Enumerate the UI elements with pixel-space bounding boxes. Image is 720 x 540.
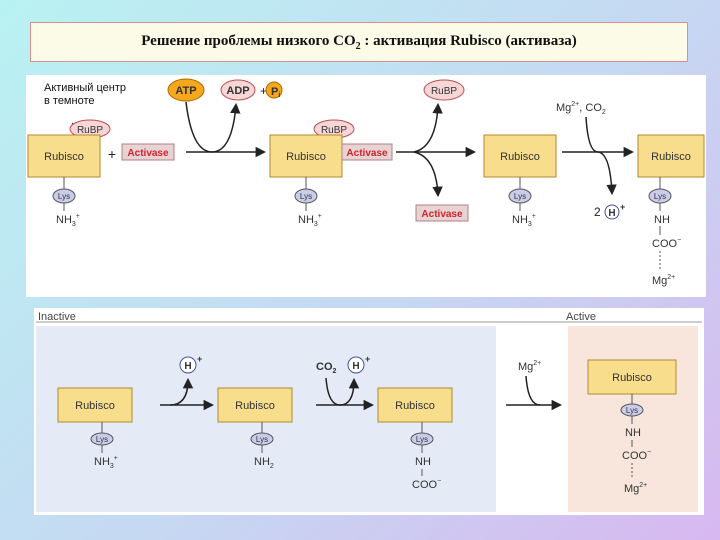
nh3-bottom: NH3+ [94, 455, 118, 470]
h-label: H [608, 208, 615, 219]
adp-oval [220, 79, 256, 101]
mg-group-4: Mg2+ [652, 274, 675, 287]
rubisco-box-4 [637, 134, 705, 178]
activase-label-2: Activase [346, 148, 388, 159]
mg-in-label: Mg2+ [518, 360, 541, 373]
nh2-bottom: NH2 [254, 456, 274, 470]
rubisco-inactive-2-label: Rubisco [235, 400, 275, 412]
rubisco-inactive-1 [57, 387, 133, 423]
h-release-arrow [597, 151, 617, 196]
title-sub: 2 [355, 40, 361, 52]
lys-label-3: Lys [514, 192, 526, 201]
rubp-released-label: RuBP [431, 86, 457, 97]
h-sup-b1: + [197, 354, 202, 364]
rubp-release-arrow [413, 102, 443, 153]
rubisco-active-label: Rubisco [612, 372, 652, 384]
h-release-arrow-b2 [339, 377, 360, 406]
h-label-b2: H [352, 361, 359, 372]
nh3-group-3: NH3+ [512, 213, 536, 228]
mg-co2-in-arrow [585, 116, 599, 153]
coo-active: COO− [622, 449, 651, 462]
activase-box [121, 143, 175, 161]
rubisco-inactive-2 [217, 387, 293, 423]
title-banner: Решение проблемы низкого CO2 : активация… [30, 22, 688, 62]
activase-released-label: Activase [421, 209, 463, 220]
two-count: 2 [594, 205, 601, 219]
rubisco-inactive-3 [377, 387, 453, 423]
rubisco-label-2: Rubisco [286, 151, 326, 163]
activase-label: Activase [127, 148, 169, 159]
active-center-label-2: в темноте [44, 95, 94, 107]
adp-label: ADP [226, 85, 249, 97]
h-circle [604, 204, 620, 220]
rubisco-inactive-3-label: Rubisco [395, 400, 435, 412]
rubisco-label: Rubisco [44, 151, 84, 163]
pi-circle [265, 81, 283, 99]
pi-label: Pi [271, 86, 280, 99]
lys-active-label: Lys [626, 406, 638, 415]
lys-inactive-3-label: Lys [416, 435, 428, 444]
rubisco-box-2 [269, 134, 343, 178]
activase-released-box [415, 204, 469, 222]
lys-label-4: Lys [654, 192, 666, 201]
nh-label-4: NH [654, 214, 670, 226]
inactive-label: Inactive [38, 311, 76, 323]
coo-bottom-3: COO− [412, 478, 441, 491]
rubisco-label-3: Rubisco [500, 151, 540, 163]
plus-sign-2: + [260, 84, 267, 98]
nh-bottom-3: NH [415, 456, 431, 468]
inactive-active-panel: Inactive Active Rubisco Lys NH3+ H + Rub… [34, 308, 704, 515]
rubisco-box [27, 134, 101, 178]
h-circle-b1 [179, 356, 197, 374]
active-center-label: Активный центр [44, 82, 126, 94]
h-sup-b2: + [365, 354, 370, 364]
atp-oval [167, 78, 205, 102]
coo-group-4: COO− [652, 237, 681, 250]
atp-to-adp-arrow [185, 101, 241, 153]
nh-active: NH [625, 427, 641, 439]
mg-in-arrow [525, 375, 541, 406]
co2-in-label: CO2 [316, 361, 337, 375]
rubisco-box-3 [483, 134, 557, 178]
lys-inactive-2-label: Lys [256, 435, 268, 444]
lys-inactive-1-label: Lys [96, 435, 108, 444]
h-label-b1: H [184, 361, 191, 372]
title-rest: : активация Rubisco (активаза) [360, 32, 577, 49]
activase-box-2 [341, 143, 393, 161]
rubp-label-2: RuBP [321, 125, 347, 136]
lys-label-2: Lys [300, 192, 312, 201]
rubisco-label-4: Rubisco [651, 151, 691, 163]
title-main: Решение проблемы низкого CO [141, 32, 356, 49]
atp-label: ATP [175, 85, 196, 97]
plus-sign: + [108, 146, 116, 162]
rubp-label: RuBP [77, 125, 103, 136]
title-text: Решение проблемы низкого CO2 : активация… [141, 33, 577, 52]
active-label: Active [566, 311, 596, 323]
lys-label: Lys [58, 192, 70, 201]
co2-in-arrow [325, 377, 341, 406]
nh3-group: NH3+ [56, 213, 80, 228]
rubp-released-oval [423, 79, 465, 101]
h-sup: + [620, 202, 625, 212]
h-circle-b2 [347, 356, 365, 374]
activase-release-arrow [413, 151, 443, 198]
active-region [568, 326, 698, 512]
mg-co2-label: Mg2+, CO2 [556, 101, 606, 116]
rubisco-inactive-1-label: Rubisco [75, 400, 115, 412]
activation-diagram-panel: Активный центр в темноте RuBP Rubisco + … [26, 75, 706, 297]
mg-active: Mg2+ [624, 482, 647, 495]
h-release-arrow-b1 [169, 377, 194, 406]
nh3-group-2: NH3+ [298, 213, 322, 228]
